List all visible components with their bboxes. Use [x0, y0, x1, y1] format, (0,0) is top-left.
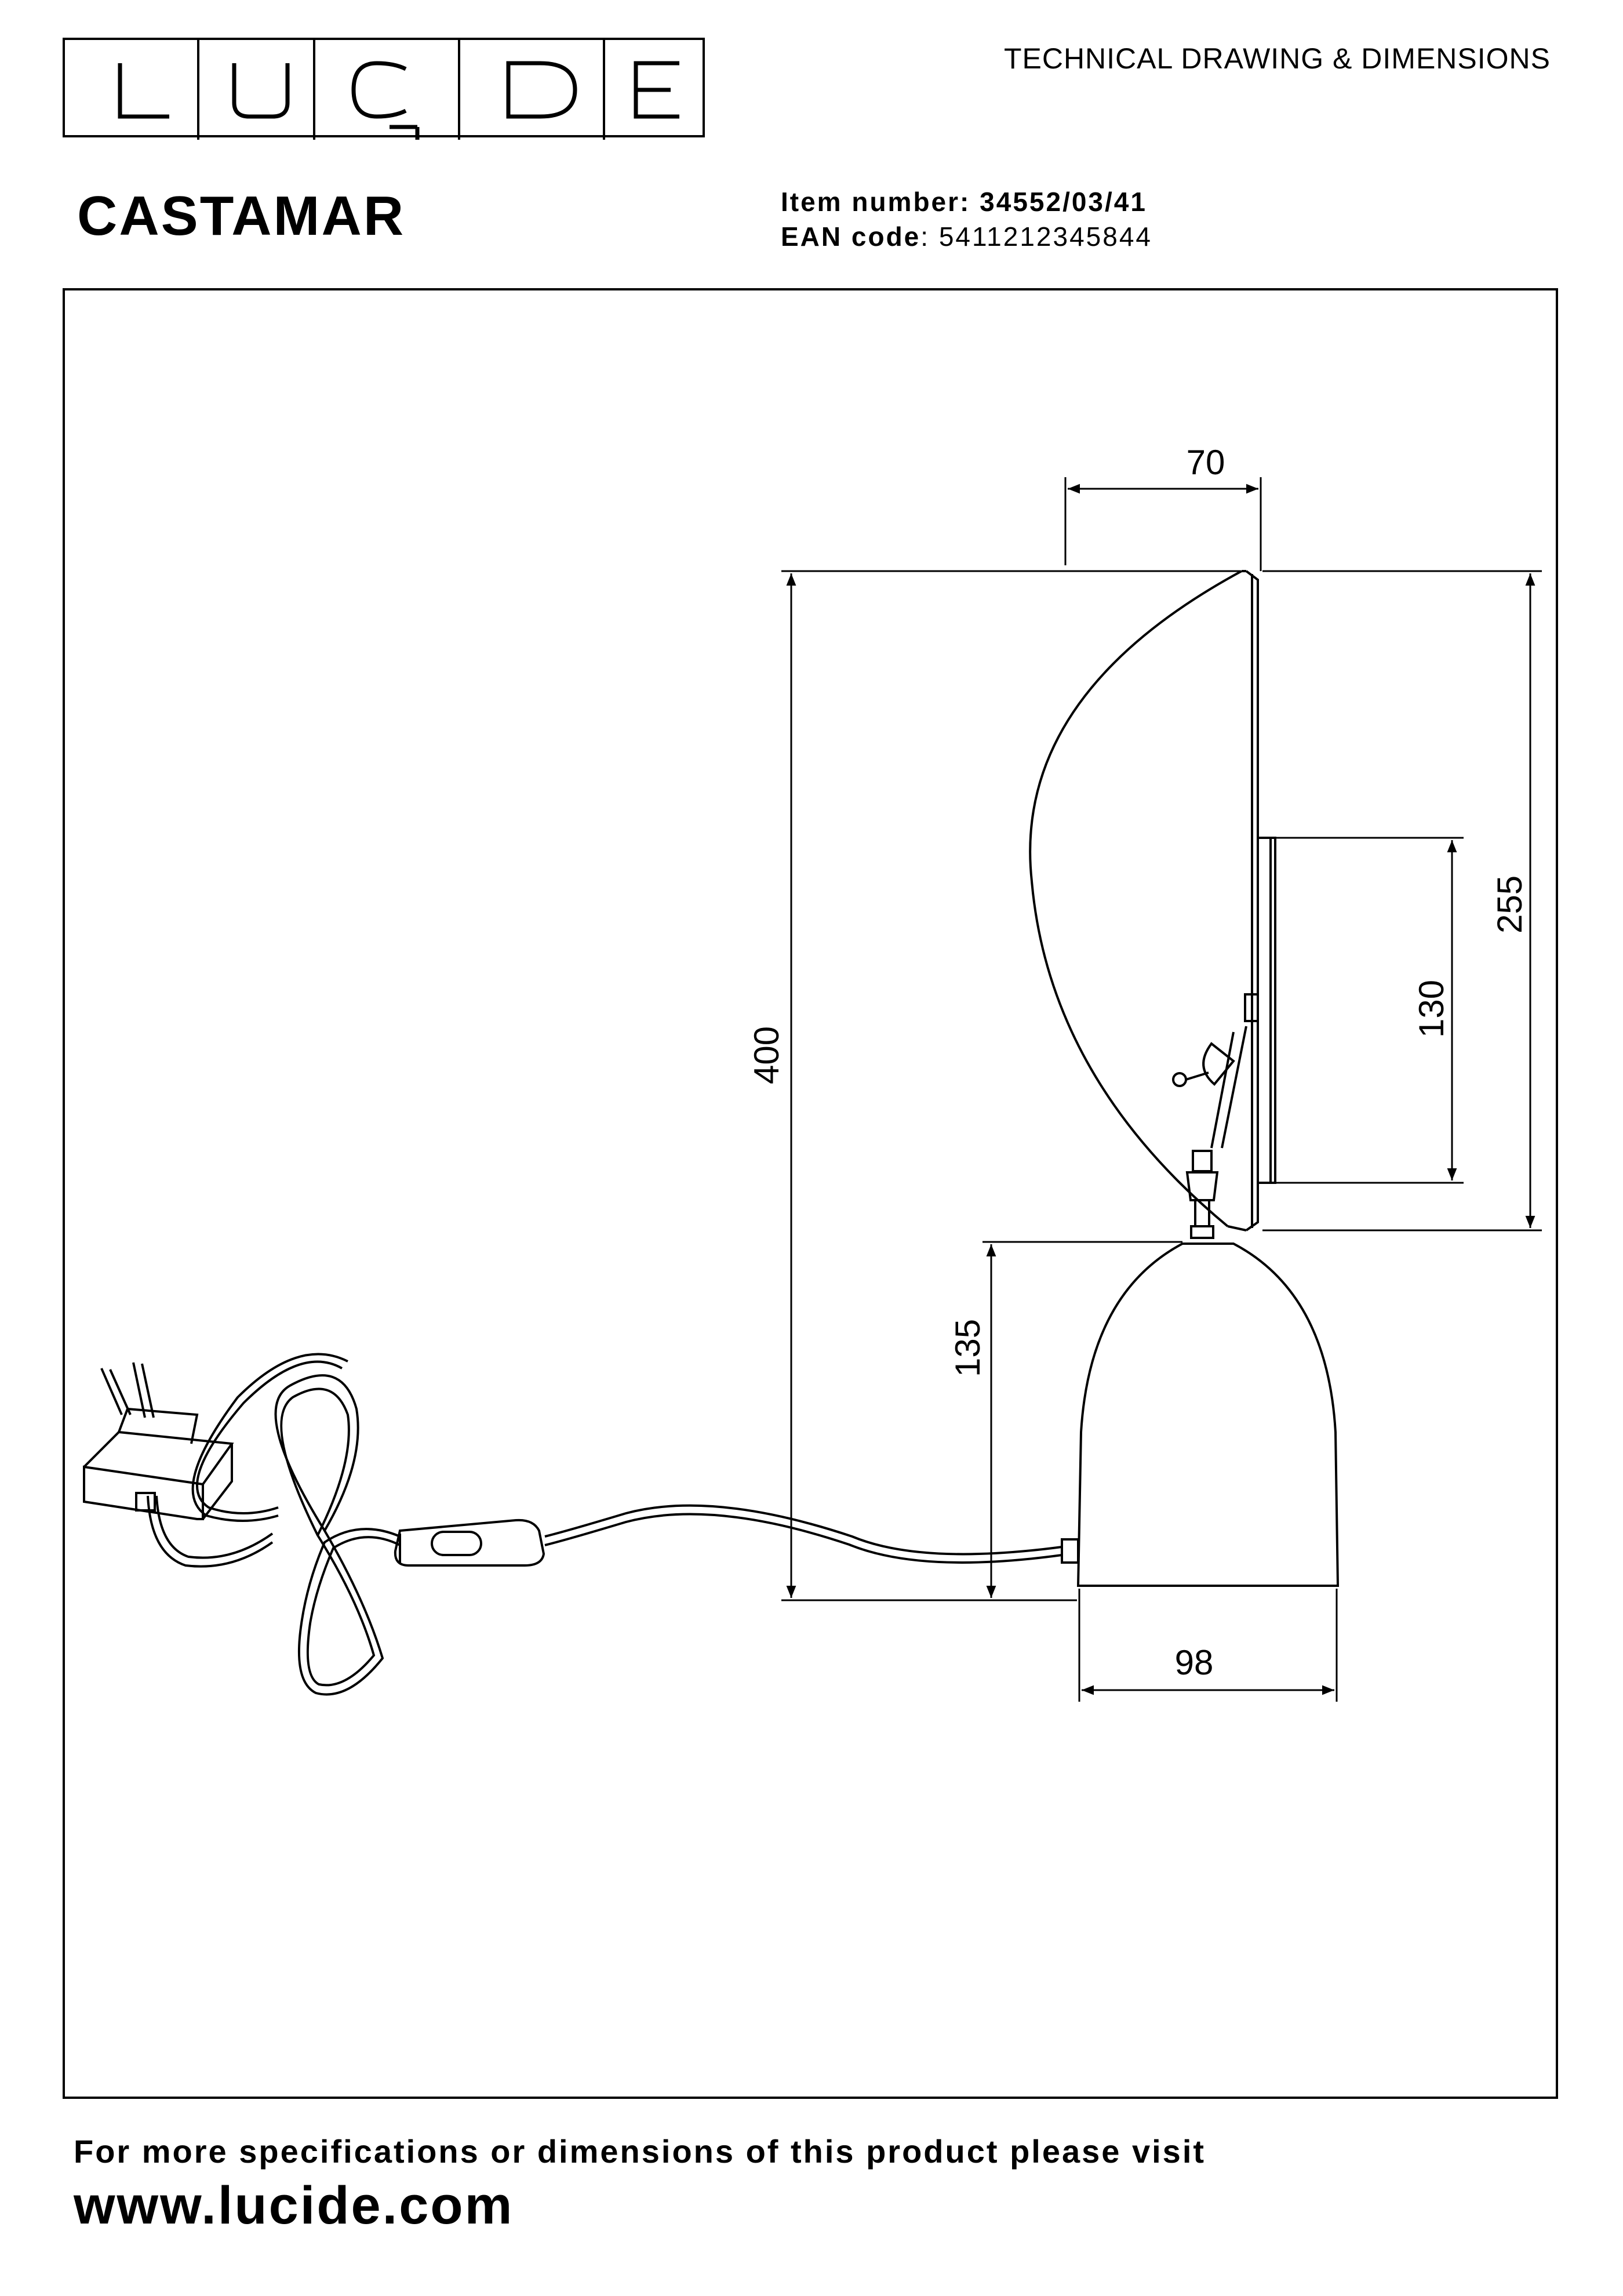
product-name: CASTAMAR	[77, 185, 406, 247]
brand-logo	[63, 38, 705, 140]
item-number-row: Item number: 34552/03/41	[781, 184, 1152, 219]
dim-label-base-diameter: 98	[1175, 1643, 1214, 1682]
item-number-value: 34552/03/41	[980, 187, 1147, 217]
lamp-shade	[1029, 570, 1259, 1231]
logo-lettering	[118, 40, 679, 140]
product-meta: Item number: 34552/03/41 EAN code: 54112…	[781, 184, 1152, 254]
lamp-base	[1061, 1243, 1340, 1587]
cord-switch	[394, 1518, 545, 1567]
ean-label: EAN code	[781, 221, 921, 252]
dim-label-total-height: 400	[747, 1026, 786, 1084]
lamp-neck	[1185, 1150, 1219, 1239]
hinge-joint	[1172, 993, 1259, 1149]
dim-label-base-height: 135	[948, 1319, 987, 1377]
backplate	[1257, 837, 1276, 1184]
power-cable	[147, 1353, 1062, 1696]
plug-adapter	[83, 1362, 234, 1520]
footer-website-link[interactable]: www.lucide.com	[74, 2176, 514, 2235]
dim-label-shade-depth: 70	[1187, 443, 1225, 482]
footer-note: For more specifications or dimensions of…	[74, 2133, 1206, 2170]
dimension-lines	[781, 477, 1542, 1702]
ean-row: EAN code: 5411212345844	[781, 219, 1152, 254]
item-number-label: Item number:	[781, 187, 971, 217]
dim-label-backplate-height: 130	[1412, 980, 1451, 1038]
document-type-label: TECHNICAL DRAWING & DIMENSIONS	[1003, 42, 1551, 75]
drawing-frame	[63, 288, 1558, 2099]
ean-value: : 5411212345844	[920, 221, 1152, 252]
dim-label-shade-diameter: 255	[1490, 875, 1529, 933]
